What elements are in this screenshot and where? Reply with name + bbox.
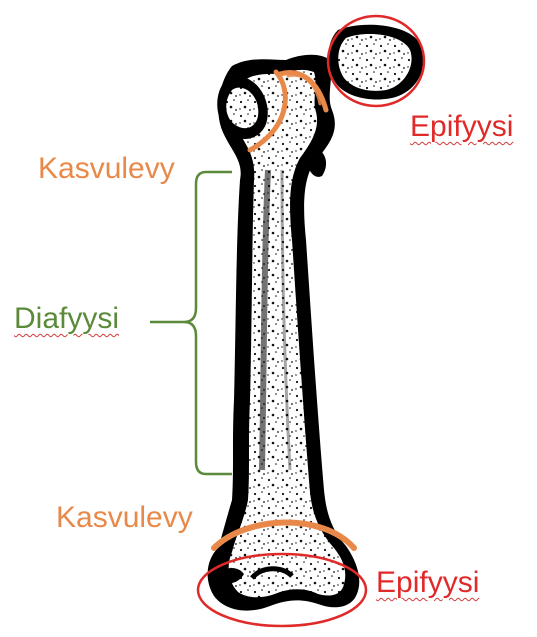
label-growth-plate-top: Kasvulevy <box>38 154 175 184</box>
diaphysis-bracket <box>150 172 232 474</box>
label-epiphysis-top: Epifyysi <box>410 112 513 142</box>
label-growth-plate-bottom: Kasvulevy <box>56 503 193 533</box>
label-diaphysis: Diafyysi <box>14 304 119 334</box>
femur-body <box>208 55 360 611</box>
label-epiphysis-bottom: Epifyysi <box>376 568 479 598</box>
femoral-head <box>328 25 423 100</box>
